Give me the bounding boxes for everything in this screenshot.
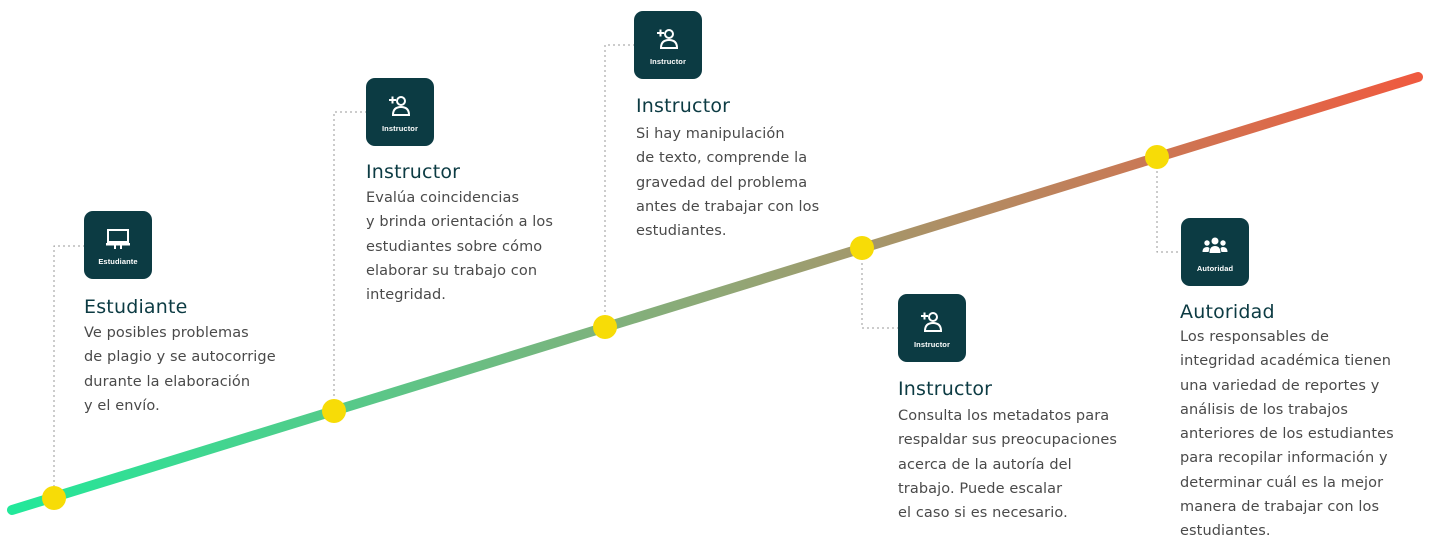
instructor-icon xyxy=(657,29,679,49)
badge-label: Estudiante xyxy=(98,257,138,266)
connector-4 xyxy=(861,248,898,329)
milestone-dot-4 xyxy=(850,236,874,260)
badge-label: Instructor xyxy=(649,57,686,66)
badge-label: Autoridad xyxy=(1196,264,1234,273)
group-icon xyxy=(1202,237,1228,253)
step-description-instructor-2: Si hay manipulación de texto, comprende … xyxy=(636,126,820,240)
milestone-dot-2 xyxy=(322,399,346,423)
connector-1 xyxy=(53,245,84,497)
progress-line xyxy=(7,72,1423,515)
step-title-estudiante: Estudiante xyxy=(84,296,188,318)
instructor-icon xyxy=(389,96,411,116)
presentation-board-icon xyxy=(106,229,130,249)
step-description-instructor-1: Evalúa coincidencias y brinda orientació… xyxy=(366,190,554,304)
badge-instructor-3: Instructor xyxy=(898,294,966,362)
step-description-instructor-3: Consulta los metadatos para respaldar su… xyxy=(898,408,1118,522)
milestone-dot-3 xyxy=(593,315,617,339)
connector-2 xyxy=(333,111,366,411)
badge-estudiante: Estudiante xyxy=(84,211,152,279)
milestones xyxy=(42,145,1169,510)
milestone-dot-5 xyxy=(1145,145,1169,169)
badge-label: Instructor xyxy=(381,124,418,133)
connector-5 xyxy=(1156,156,1181,253)
step-title-instructor-3: Instructor xyxy=(898,378,993,400)
step-description-autoridad: Los responsables de integridad académica… xyxy=(1180,329,1394,540)
badge-autoridad: Autoridad xyxy=(1181,218,1249,286)
instructor-icon xyxy=(921,312,943,332)
step-title-autoridad: Autoridad xyxy=(1180,301,1275,323)
connectors xyxy=(53,44,1181,497)
step-title-instructor-2: Instructor xyxy=(636,95,731,117)
step-title-instructor-1: Instructor xyxy=(366,161,461,183)
badge-instructor-1: Instructor xyxy=(366,78,434,146)
badge-label: Instructor xyxy=(913,340,950,349)
milestone-dot-1 xyxy=(42,486,66,510)
badge-instructor-2: Instructor xyxy=(634,11,702,79)
connector-3 xyxy=(604,44,634,327)
step-description-estudiante: Ve posibles problemas de plagio y se aut… xyxy=(84,325,276,414)
